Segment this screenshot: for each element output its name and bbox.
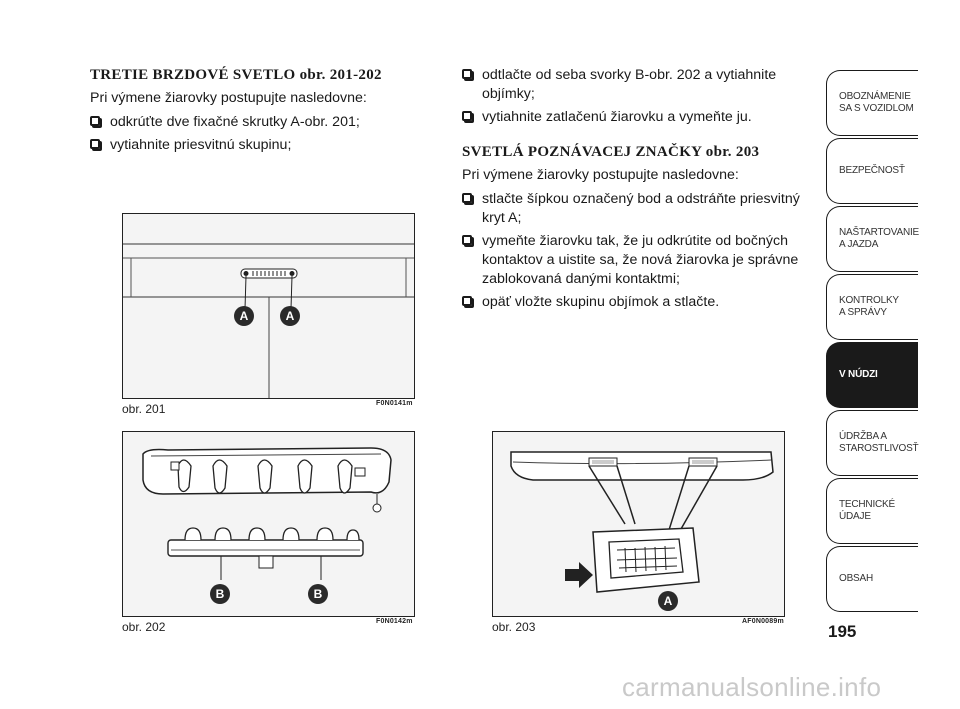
figure-201 [122,213,415,399]
checkbox-icon [462,296,472,306]
list-item: vytiahnite priesvitnú skupinu; [90,136,435,155]
license-plate-light-illustration [510,451,774,593]
checkbox-icon [462,193,472,203]
checkbox-icon [462,235,472,245]
tab-getting-to-know[interactable]: OBOZNÁMENIE SA S VOZIDLOM [826,70,918,136]
section-heading-brake-light: TRETIE BRZDOVÉ SVETLO obr. 201-202 [90,67,382,83]
list-item: odtlačte od seba svorky B-obr. 202 a vyt… [462,66,802,104]
label-a-cover: A [658,591,678,611]
page-number: 195 [828,622,857,641]
list-item: odkrúťte dve fixačné skrutky A-obr. 201; [90,113,435,132]
checkbox-icon [90,116,100,126]
list-item: vytiahnite zatlačenú žiarovku a vymeňte … [462,108,802,127]
figure-202-caption: obr. 202 [122,620,166,634]
list-item: stlačte šípkou označený bod a odstráňte … [462,190,802,228]
label-b-right: B [308,584,328,604]
tab-technical-data[interactable]: TECHNICKÉ ÚDAJE [826,478,918,544]
figure-203-caption: obr. 203 [492,620,536,634]
figure-201-code: F0N0141m [376,400,413,407]
brake-light-socket-illustration [142,447,392,580]
figure-202 [122,431,415,617]
intro-text: Pri výmene žiarovky postupujte nasledovn… [462,167,739,183]
figure-203-code: AF0N0089m [742,618,784,625]
label-b-left: B [210,584,230,604]
arrow-icon [565,562,593,588]
watermark: carmanualsonline.info [622,672,882,702]
tab-warning-lights[interactable]: KONTROLKY A SPRÁVY [826,274,918,340]
section-heading-plate-light: SVETLÁ POZNÁVACEJ ZNAČKY obr. 203 [462,144,760,160]
tab-maintenance[interactable]: ÚDRŽBA A STAROSTLIVOSŤ [826,410,919,476]
tab-safety[interactable]: BEZPEČNOSŤ [826,138,918,204]
figure-203 [492,431,785,617]
intro-text: Pri výmene žiarovky postupujte nasledovn… [90,90,367,106]
list-item: vymeňte žiarovku tak, že ju odkrútite od… [462,232,802,289]
brake-light-illustration [123,243,414,398]
label-a-right: A [280,306,300,326]
tab-contents[interactable]: OBSAH [826,546,918,612]
figure-201-caption: obr. 201 [122,402,166,416]
tab-emergency[interactable]: V NÚDZI [826,342,918,408]
checkbox-icon [462,111,472,121]
label-a-left: A [234,306,254,326]
checkbox-icon [462,69,472,79]
figure-202-code: F0N0142m [376,618,413,625]
tab-starting-driving[interactable]: NAŠTARTOVANIE A JAZDA [826,206,919,272]
right-column: odtlačte od seba svorky B-obr. 202 a vyt… [462,66,802,316]
left-column: TRETIE BRZDOVÉ SVETLO obr. 201-202 Pri v… [90,66,435,159]
list-item: opäť vložte skupinu objímok a stlačte. [462,293,802,312]
checkbox-icon [90,139,100,149]
